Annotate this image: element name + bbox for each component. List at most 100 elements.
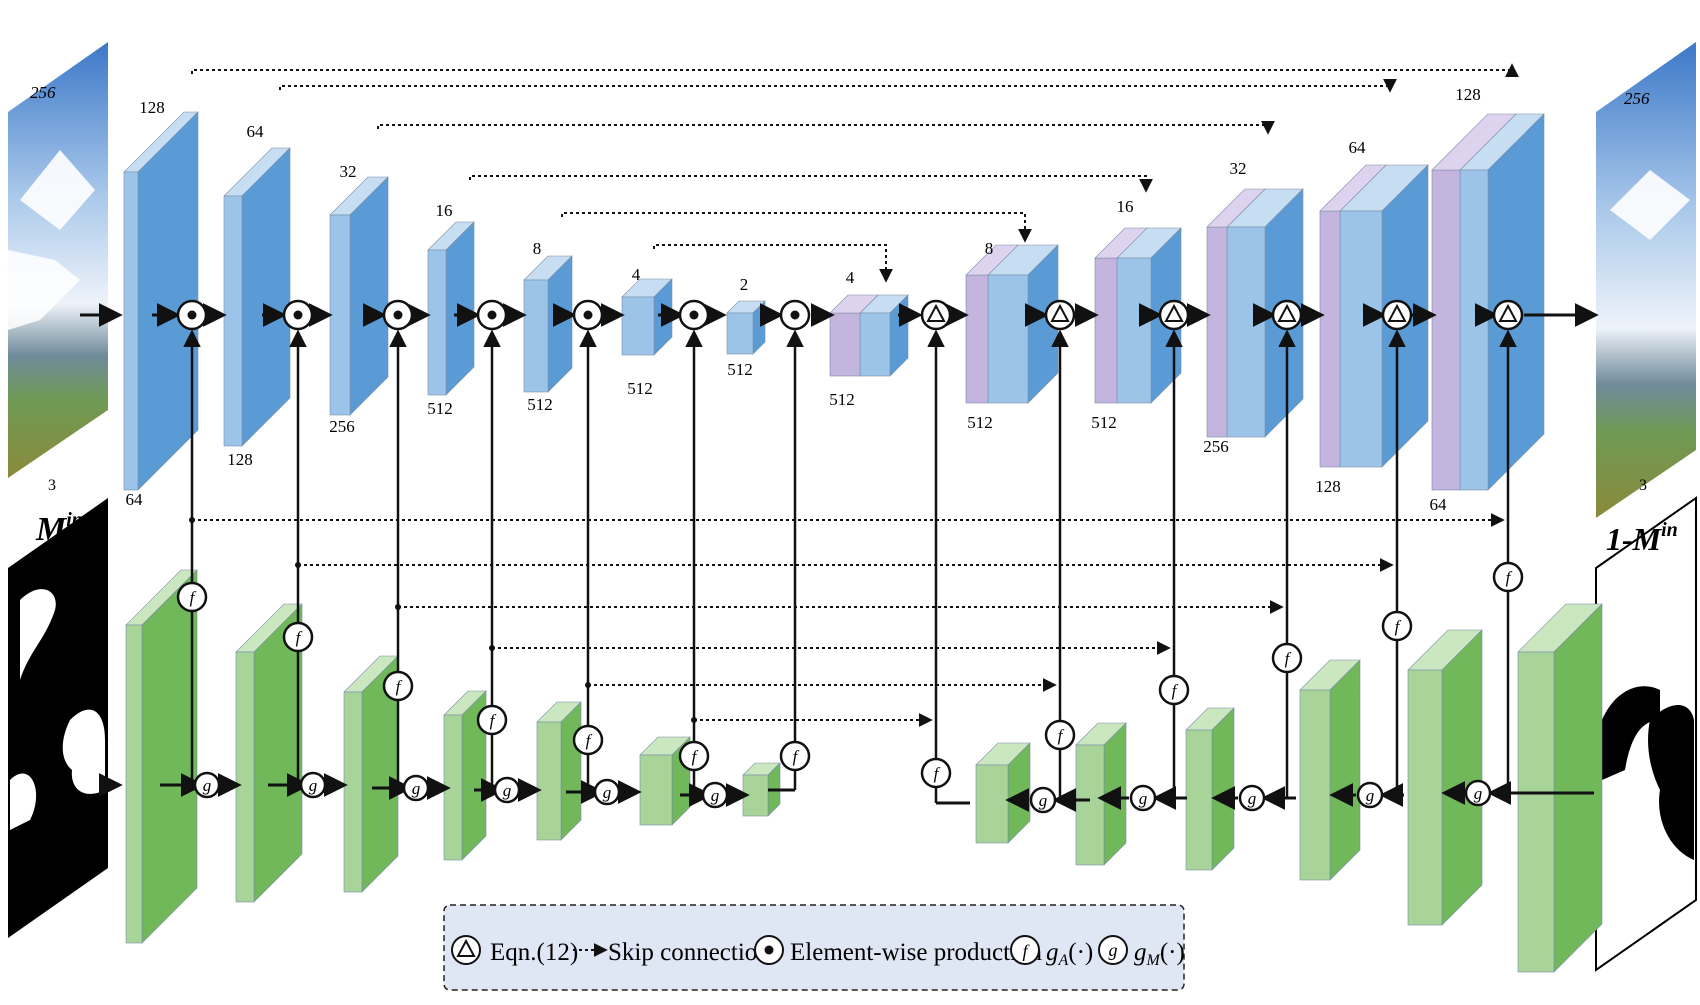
encoder-block-7: [726, 300, 766, 355]
ga-node-3: f: [382, 670, 414, 702]
decoder-bottom-label-5: 128: [1315, 477, 1341, 496]
decoder-ga-node-2: f: [1044, 719, 1076, 751]
mask-encoder-block-5: [536, 701, 582, 841]
f-symbol-icon: [1010, 935, 1040, 965]
decoder-ga-node-4: f: [1271, 642, 1303, 674]
mask-decoder-block-2: [1075, 722, 1127, 866]
legend-box: [443, 904, 1185, 991]
mask-decoder-block-6: [1517, 603, 1603, 973]
decoder-top-label-1: 4: [846, 268, 855, 287]
svg-text:f: f: [396, 677, 403, 696]
svg-text:g: g: [503, 781, 512, 800]
eqn-node-3: [1158, 299, 1190, 331]
legend-skip-label: Skip connection: [608, 939, 770, 966]
decoder-ga-node-5: f: [1381, 610, 1413, 642]
svg-text:g: g: [711, 786, 720, 805]
encoder-top-label-6: 4: [632, 265, 641, 284]
encoder-bottom-label-1: 64: [126, 490, 144, 509]
decoder-ga-node-6: f: [1492, 561, 1524, 593]
elementwise-node-3: [382, 299, 414, 331]
output-mask: [1595, 496, 1697, 972]
decoder-top-label-2: 8: [985, 239, 994, 258]
decoder-block-1: [829, 294, 909, 377]
svg-text:f: f: [586, 731, 593, 750]
legend-f-symbol: f: [1022, 941, 1030, 961]
svg-text:f: f: [1058, 726, 1065, 745]
encoder-block-2: [223, 147, 291, 447]
skip-connection-top-1: [191, 63, 1519, 78]
gm-node-4: g: [493, 776, 521, 804]
ga-node-2: f: [282, 621, 314, 653]
elementwise-node-7: [779, 299, 811, 331]
legend: Eqn.(12) Skip connection Element-wise pr…: [443, 904, 1185, 991]
mask-encoder-block-4: [443, 690, 487, 861]
decoder-gm-node-3: g: [1238, 784, 1266, 812]
eqn-node-6: [1492, 299, 1524, 331]
encoder-bottom-label-4: 512: [427, 399, 453, 418]
svg-text:g: g: [1039, 791, 1048, 810]
decoder-gm-node-2: g: [1129, 784, 1157, 812]
svg-text:f: f: [692, 747, 699, 766]
svg-text:f: f: [490, 711, 497, 730]
gm-node-3: g: [402, 774, 430, 802]
decoder-top-label-4: 32: [1230, 159, 1247, 178]
eqn-node-4: [1271, 299, 1303, 331]
decoder-gm-node-5: g: [1464, 779, 1492, 807]
svg-text:g: g: [1139, 789, 1148, 808]
svg-text:f: f: [793, 747, 800, 766]
elementwise-node-5: [572, 299, 604, 331]
output-mask-label: 1-Min: [1606, 519, 1678, 557]
decoder-top-label-6: 128: [1455, 85, 1481, 104]
decoder-ga-node-3: f: [1158, 674, 1190, 706]
svg-text:g: g: [1474, 784, 1483, 803]
decoder-bottom-label-4: 256: [1203, 437, 1229, 456]
svg-text:g: g: [1366, 786, 1375, 805]
svg-text:f: f: [1172, 681, 1179, 700]
encoder-top-label-7: 2: [740, 275, 749, 294]
svg-text:g: g: [1248, 789, 1257, 808]
decoder-block-5: [1319, 164, 1429, 468]
input-image: [8, 42, 108, 478]
encoder-block-6: [621, 278, 673, 356]
decoder-top-label-3: 16: [1117, 197, 1134, 216]
encoder-bottom-label-2: 128: [227, 450, 253, 469]
encoder-top-label-1: 128: [139, 98, 165, 117]
mask-decoder-block-4: [1299, 659, 1361, 881]
eqn-node-1: [920, 299, 952, 331]
encoder-block-5: [523, 255, 573, 393]
mask-encoder-block-3: [343, 655, 399, 893]
legend-elementwise-label: Element-wise production: [790, 939, 1043, 966]
mask-decoder-block-5: [1407, 629, 1483, 926]
decoder-gm-node-4: g: [1356, 781, 1384, 809]
legend-g-symbol: g: [1109, 940, 1118, 960]
svg-text:f: f: [1506, 568, 1513, 587]
gm-node-2: g: [299, 771, 327, 799]
encoder-top-label-2: 64: [247, 122, 265, 141]
gm-node-1: g: [193, 771, 221, 799]
legend-ga-label: gA(·): [1046, 939, 1093, 969]
ga-node-1: f: [176, 581, 208, 613]
eqn-node-2: [1044, 299, 1076, 331]
g-symbol-icon: [1098, 935, 1128, 965]
legend-eqn-label: Eqn.(12): [490, 939, 578, 966]
mask-decoder-block-3: [1185, 707, 1235, 871]
gm-node-5: g: [593, 778, 621, 806]
ga-node-4: f: [476, 704, 508, 736]
input-image-bottom-label: 3: [48, 477, 56, 494]
encoder-bottom-label-3: 256: [329, 417, 355, 436]
encoder-block-1: [123, 111, 199, 491]
encoder-block-4: [427, 221, 475, 396]
mask-encoder-block-2: [235, 603, 303, 903]
decoder-bottom-label-6: 64: [1430, 495, 1448, 514]
svg-text:f: f: [1395, 617, 1402, 636]
output-image-top-label: 256: [1624, 89, 1650, 108]
ga-node-7: f: [779, 740, 811, 772]
mask-encoder-block-1: [125, 569, 198, 944]
skip-connection-top-6: [653, 244, 893, 283]
svg-text:f: f: [296, 628, 303, 647]
elementwise-node-2: [282, 299, 314, 331]
encoder-bottom-label-7: 512: [727, 360, 753, 379]
mask-decoder-block-1: [975, 742, 1031, 844]
output-image: [1596, 42, 1696, 518]
